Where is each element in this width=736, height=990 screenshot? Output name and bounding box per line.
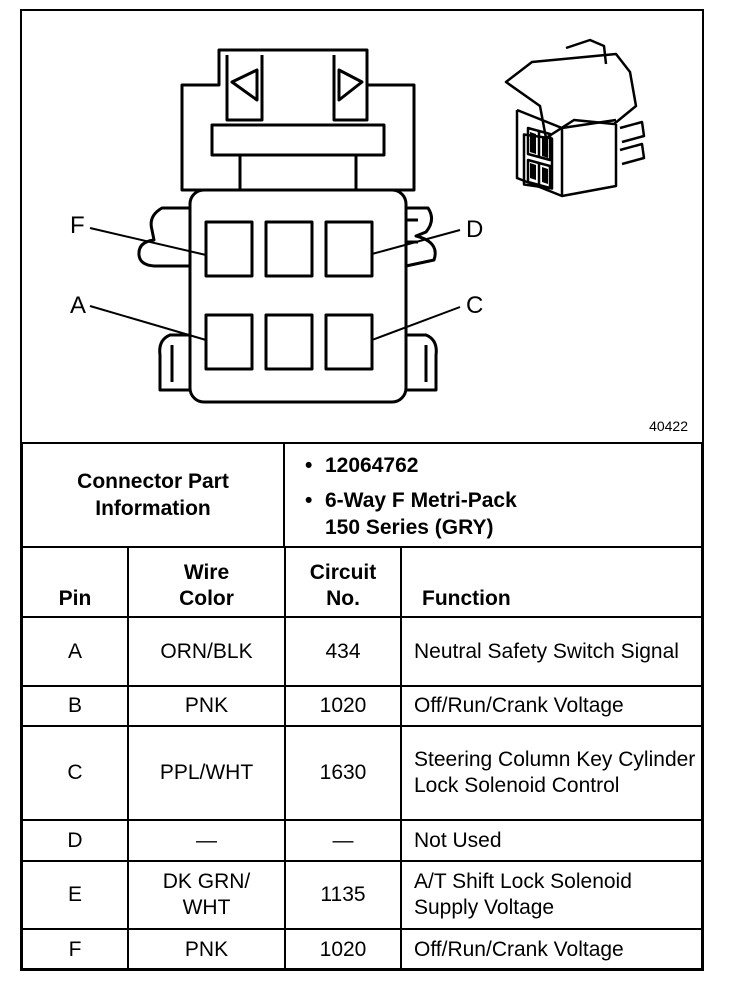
function-cell: Neutral Safety Switch Signal xyxy=(400,616,701,687)
part-number-item: • 12064762 xyxy=(305,452,701,479)
figure-number: 40422 xyxy=(649,418,688,434)
pin-cell: C xyxy=(23,725,129,821)
connector-type-item: • 6-Way F Metri-Pack 150 Series (GRY) xyxy=(305,487,701,541)
table-row: D — — Not Used xyxy=(23,819,701,862)
wire-color-cell: — xyxy=(127,819,286,862)
circuit-cell: — xyxy=(284,819,402,862)
wire-color-cell: PNK xyxy=(127,928,286,970)
callout-label-a: A xyxy=(70,292,87,319)
header-wire-color: Wire Color xyxy=(127,548,286,618)
callout-label-c: C xyxy=(466,292,484,319)
pin-cell: F xyxy=(23,928,129,970)
function-cell: Not Used xyxy=(400,819,701,862)
function-cell: A/T Shift Lock Solenoid Supply Voltage xyxy=(400,860,701,930)
wire-color-cell: ORN/BLK xyxy=(127,616,286,687)
part-number: 12064762 xyxy=(325,454,419,477)
bullet-icon: • xyxy=(305,489,313,512)
circuit-cell: 1020 xyxy=(284,928,402,970)
table-row: A ORN/BLK 434 Neutral Safety Switch Sign… xyxy=(23,616,701,687)
pin-cell: D xyxy=(23,819,129,862)
table-row: B PNK 1020 Off/Run/Crank Voltage xyxy=(23,685,701,727)
circuit-cell: 1020 xyxy=(284,685,402,727)
connector-part-info-row: Connector Part Information • 12064762 • … xyxy=(23,444,701,548)
header-pin: Pin xyxy=(23,548,129,618)
connector-part-info-list: • 12064762 • 6-Way F Metri-Pack 150 Seri… xyxy=(285,444,701,546)
pin-cell: A xyxy=(23,616,129,687)
connector-face-drawing xyxy=(89,38,646,404)
callout-label-d: D xyxy=(466,216,484,243)
connector-type: 6-Way F Metri-Pack 150 Series (GRY) xyxy=(325,489,517,539)
wire-color-cell: PPL/WHT xyxy=(127,725,286,821)
pin-cell: B xyxy=(23,685,129,727)
table-row: C PPL/WHT 1630 Steering Column Key Cylin… xyxy=(23,725,701,821)
connector-isometric-shading xyxy=(530,132,548,184)
circuit-cell: 1630 xyxy=(284,725,402,821)
pin-table: Pin Wire Color Circuit No. Function A OR… xyxy=(23,548,701,970)
callout-lines xyxy=(89,227,461,341)
wire-color-cell: DK GRN/ WHT xyxy=(127,860,286,930)
bullet-icon: • xyxy=(305,454,313,477)
wire-color-cell: PNK xyxy=(127,685,286,727)
connector-info-table: Connector Part Information • 12064762 • … xyxy=(21,442,703,970)
connector-isometric-icon xyxy=(504,38,646,198)
function-cell: Off/Run/Crank Voltage xyxy=(400,928,701,970)
table-row: F PNK 1020 Off/Run/Crank Voltage xyxy=(23,928,701,970)
connector-diagram: F D A C 40422 xyxy=(22,10,702,442)
circuit-cell: 434 xyxy=(284,616,402,687)
header-function: Function xyxy=(400,548,701,618)
pin-cell: E xyxy=(23,860,129,930)
function-cell: Off/Run/Crank Voltage xyxy=(400,685,701,727)
pin-table-header: Pin Wire Color Circuit No. Function xyxy=(23,548,701,618)
callout-label-f: F xyxy=(70,212,85,239)
connector-part-info-label: Connector Part Information xyxy=(23,444,285,546)
table-row: E DK GRN/ WHT 1135 A/T Shift Lock Soleno… xyxy=(23,860,701,930)
function-cell: Steering Column Key Cylinder Lock Soleno… xyxy=(400,725,701,821)
circuit-cell: 1135 xyxy=(284,860,402,930)
header-circuit: Circuit No. xyxy=(284,548,402,618)
